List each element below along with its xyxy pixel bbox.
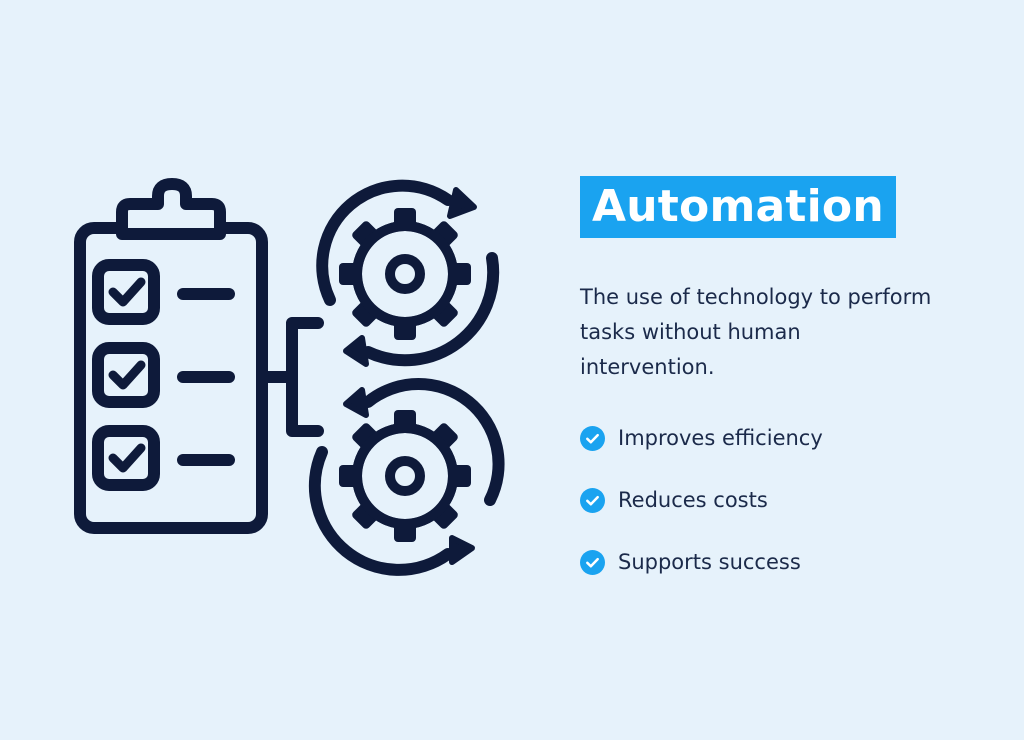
benefits-list: Improves efficiency Reduces costs Suppor… (580, 418, 823, 604)
benefit-label: Reduces costs (618, 488, 768, 512)
check-circle-icon (580, 487, 605, 513)
cycle-arrows-bottom-icon (308, 378, 505, 576)
arrow-head-bottom-left (343, 387, 369, 418)
benefit-label: Improves efficiency (618, 426, 823, 450)
arrow-head-bottom-right (449, 535, 475, 565)
gear-bottom-icon (339, 410, 471, 542)
arrow-head-top-right (447, 187, 477, 219)
automation-illustration (74, 178, 505, 576)
arrow-head-top-left (343, 335, 369, 367)
gear-top-icon (339, 208, 471, 340)
connector-bracket (256, 317, 324, 437)
check-circle-icon (580, 549, 605, 575)
check-circle-icon (580, 425, 605, 451)
checkbox-icon-2 (92, 342, 160, 408)
benefit-item: Reduces costs (580, 480, 823, 520)
description-text: The use of technology to perform tasks w… (580, 285, 932, 379)
benefit-item: Improves efficiency (580, 418, 823, 458)
benefit-item: Supports success (580, 542, 823, 582)
clipboard-checklist-icon (74, 178, 268, 534)
checkbox-icon-3 (92, 425, 160, 491)
benefit-label: Supports success (618, 550, 801, 574)
cycle-arrows-top-icon (316, 179, 500, 367)
page-title: Automation (580, 176, 896, 238)
checkbox-icon-1 (92, 259, 160, 325)
